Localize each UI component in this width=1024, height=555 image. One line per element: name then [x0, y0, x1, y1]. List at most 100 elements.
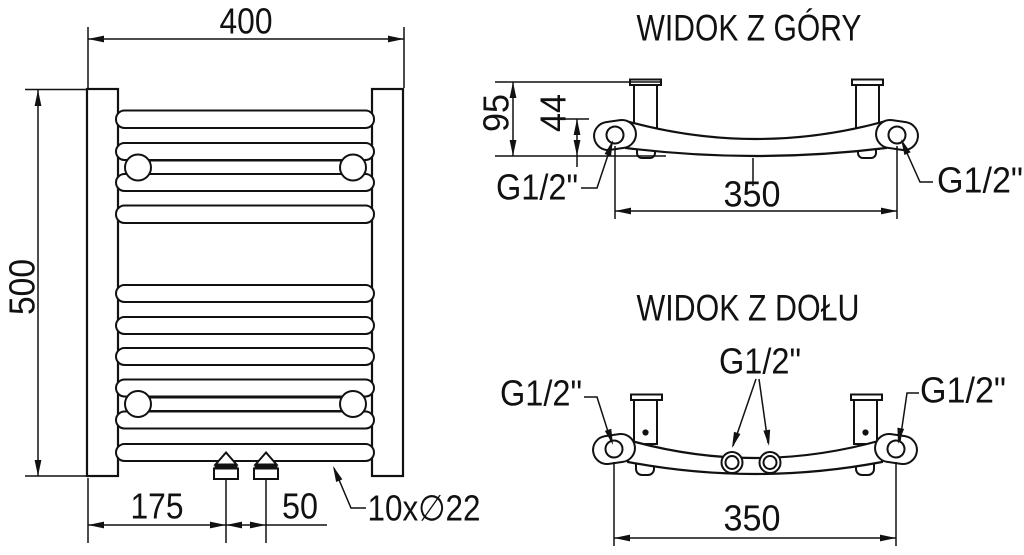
valve-left — [213, 450, 239, 543]
bracket-wall-plate — [630, 393, 663, 401]
tube — [115, 410, 375, 430]
thread-label: G1/2" — [496, 167, 578, 208]
leader-line — [584, 396, 612, 442]
dim-arrow — [614, 534, 630, 542]
dim-arrow — [509, 82, 517, 98]
leader-line — [901, 141, 933, 183]
fitting-left — [592, 433, 636, 465]
dim-label-valve-spacing: 50 — [282, 486, 318, 527]
wall-bracket-bottom — [124, 390, 367, 418]
dim-arrow — [509, 140, 517, 156]
connection-nub-hole — [762, 455, 778, 470]
thread-callout-bottom-right: G1/2" — [897, 370, 1006, 444]
tube — [115, 443, 375, 462]
dim-arrow — [573, 119, 581, 135]
thread-callout-top-right: G1/2" — [901, 139, 1023, 201]
bracket-boss — [124, 390, 152, 418]
tube — [115, 204, 375, 224]
bracket-boss — [124, 153, 152, 182]
leader-arrow — [732, 431, 741, 448]
thread-label: G1/2" — [500, 373, 582, 414]
dim-width-400: 400 — [87, 1, 405, 88]
dim-arrow — [34, 460, 42, 476]
right-collector-pipe — [370, 87, 405, 478]
front-view: 400 500 175 50 10x∅22 — [2, 1, 481, 543]
leader-line — [899, 392, 919, 442]
leader-arrow — [897, 427, 905, 444]
dim-label-pitch: 350 — [724, 174, 781, 215]
dim-arrow — [615, 207, 631, 215]
thread-callout-top-left: G1/2" — [496, 140, 613, 208]
dim-label-tube-depth: 44 — [533, 94, 574, 132]
tube — [115, 142, 375, 161]
tube — [115, 173, 375, 192]
left-collector-pipe — [85, 87, 120, 478]
dim-pitch-350-bottom: 350 — [613, 462, 897, 546]
bracket-body — [853, 399, 878, 445]
bottom-view-title: WIDOK Z DOŁU — [637, 288, 860, 329]
fitting-right — [875, 119, 919, 151]
leader-arrow — [333, 466, 343, 483]
tube — [115, 284, 375, 303]
curved-tube-bottom-view — [626, 438, 884, 476]
fitting-thread-hole — [605, 125, 625, 145]
dim-valve-position: 175 50 — [87, 478, 327, 543]
thread-callout-bottom-center: G1/2" — [719, 341, 801, 448]
dim-arrow — [34, 90, 42, 106]
dim-label-pitch: 350 — [724, 498, 781, 539]
leader-arrow — [901, 139, 911, 155]
dim-arrow — [880, 534, 896, 542]
fitting-thread-hole — [886, 439, 906, 459]
bracket-rail — [137, 159, 354, 175]
valve-right — [253, 450, 279, 543]
leader-line — [581, 142, 613, 189]
dim-arrow — [88, 521, 104, 529]
thread-label: G1/2" — [937, 160, 1023, 201]
fitting-thread-hole — [604, 439, 624, 459]
dim-arrow — [388, 35, 404, 43]
bottom-view: WIDOK Z DOŁU — [500, 288, 1006, 546]
dim-arrow — [881, 207, 897, 215]
tube-group — [115, 109, 375, 462]
tube — [115, 378, 375, 398]
dim-height-500: 500 — [2, 88, 87, 477]
curved-tube-top-view — [624, 119, 888, 158]
thread-label: G1/2" — [920, 370, 1006, 411]
dim-label-width: 400 — [220, 1, 273, 42]
bracket-boss — [339, 153, 367, 182]
bracket-screw-hole — [862, 429, 869, 436]
bracket-rail — [137, 396, 354, 412]
thread-label: G1/2" — [719, 341, 801, 382]
bracket-wall-plate — [850, 393, 883, 401]
valve-body — [213, 467, 239, 480]
connection-nub-hole — [724, 455, 740, 470]
thread-callout-bottom-left: G1/2" — [500, 373, 613, 445]
dim-arrow — [573, 140, 581, 156]
leader-arrow — [763, 429, 771, 446]
tube-count-label: 10x∅22 — [368, 488, 481, 529]
tube-count-callout: 10x∅22 — [333, 466, 481, 529]
dim-arrow — [250, 521, 266, 529]
tube — [115, 316, 375, 335]
dim-arrow — [88, 35, 104, 43]
dim-pitch-350-top: 350 — [614, 146, 898, 219]
top-view-title: WIDOK Z GÓRY — [637, 8, 862, 49]
tube — [115, 347, 375, 366]
dim-arrow — [210, 521, 226, 529]
leader-line — [333, 467, 366, 509]
bracket-boss — [339, 390, 367, 418]
leader-arrow — [604, 140, 613, 157]
dim-label-height: 500 — [2, 259, 43, 315]
dim-label-valve-offset: 175 — [131, 486, 184, 527]
top-view: WIDOK Z GÓRY — [476, 8, 1023, 219]
bracket-body — [633, 399, 658, 445]
tube — [115, 109, 375, 129]
bracket-screw-hole — [642, 429, 649, 436]
dim-label-depth: 95 — [476, 94, 517, 132]
fitting-thread-hole — [887, 125, 907, 145]
valve-body — [253, 467, 279, 480]
dim-arrow — [226, 521, 242, 529]
wall-bracket-top — [124, 153, 367, 182]
